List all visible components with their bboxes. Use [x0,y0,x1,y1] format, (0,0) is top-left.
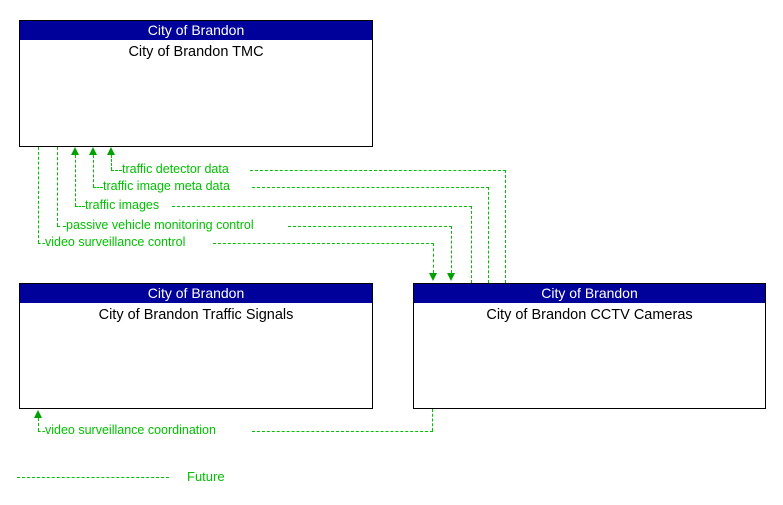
flow-segment-video-surveillance-control-top [38,243,45,244]
node-stakeholder-label: City of Brandon [414,284,765,303]
flow-segment-passive-vehicle-monitoring-control-right [288,226,452,227]
flow-arrow-traffic-image-meta-data [89,147,97,155]
node-stakeholder-label: City of Brandon [20,284,372,303]
flow-segment-passive-vehicle-monitoring-control-top [57,226,66,227]
flow-segment-video-surveillance-coordination-drop [432,409,433,431]
flow-segment-video-surveillance-coordination-left [38,418,39,431]
node-name-label: City of Brandon TMC [128,44,264,60]
flow-segment-passive-vehicle-monitoring-control-drop [451,226,452,273]
flow-arrow-traffic-images [71,147,79,155]
flow-segment-video-surveillance-coordination-bottom [252,431,433,432]
flow-segment-traffic-detector-data-top [111,170,122,171]
flow-segment-traffic-images-right [172,206,472,207]
flow-segment-traffic-images-left [75,155,76,206]
flow-label-video-surveillance-control: video surveillance control [45,235,186,249]
legend-label-future: Future [187,469,225,484]
flow-segment-traffic-image-meta-data-drop [488,187,489,283]
flow-segment-traffic-detector-data-drop [505,170,506,283]
flow-arrow-traffic-detector-data [107,147,115,155]
flow-segment-video-surveillance-coordination-stub [38,431,45,432]
node-name-label: City of Brandon CCTV Cameras [486,307,693,323]
node-stakeholder-label: City of Brandon [20,21,372,40]
node-name-label: City of Brandon Traffic Signals [98,307,294,323]
flow-segment-video-surveillance-control-right [213,243,434,244]
node-city-of-brandon-cctv-cameras[interactable]: City of Brandon City of Brandon CCTV Cam… [413,283,766,409]
flow-segment-traffic-detector-data-left [111,155,112,170]
flow-label-traffic-detector-data: traffic detector data [122,162,229,176]
node-city-of-brandon-traffic-signals[interactable]: City of Brandon City of Brandon Traffic … [19,283,373,409]
flow-arrow-passive-vehicle-monitoring-control [447,273,455,281]
flow-arrow-video-surveillance-control [429,273,437,281]
flow-label-traffic-images: traffic images [85,198,160,212]
flow-segment-video-surveillance-control-left [38,147,39,243]
flow-segment-traffic-image-meta-data-left [93,155,94,187]
flow-label-traffic-image-meta-data: traffic image meta data [103,179,230,193]
flow-segment-traffic-images-drop [471,206,472,283]
flow-segment-traffic-image-meta-data-right [252,187,489,188]
flow-segment-traffic-images-top [75,206,85,207]
node-city-of-brandon-tmc[interactable]: City of Brandon City of Brandon TMC [19,20,373,147]
flow-segment-traffic-detector-data-right [250,170,506,171]
flow-segment-traffic-image-meta-data-top [93,187,103,188]
flow-label-video-surveillance-coordination: video surveillance coordination [45,423,216,437]
flow-segment-passive-vehicle-monitoring-control-left [57,147,58,226]
legend-swatch-future [17,477,169,478]
flow-segment-video-surveillance-control-drop [433,243,434,273]
flow-label-passive-vehicle-monitoring-control: passive vehicle monitoring control [66,218,254,232]
flow-arrow-video-surveillance-coordination [34,410,42,418]
